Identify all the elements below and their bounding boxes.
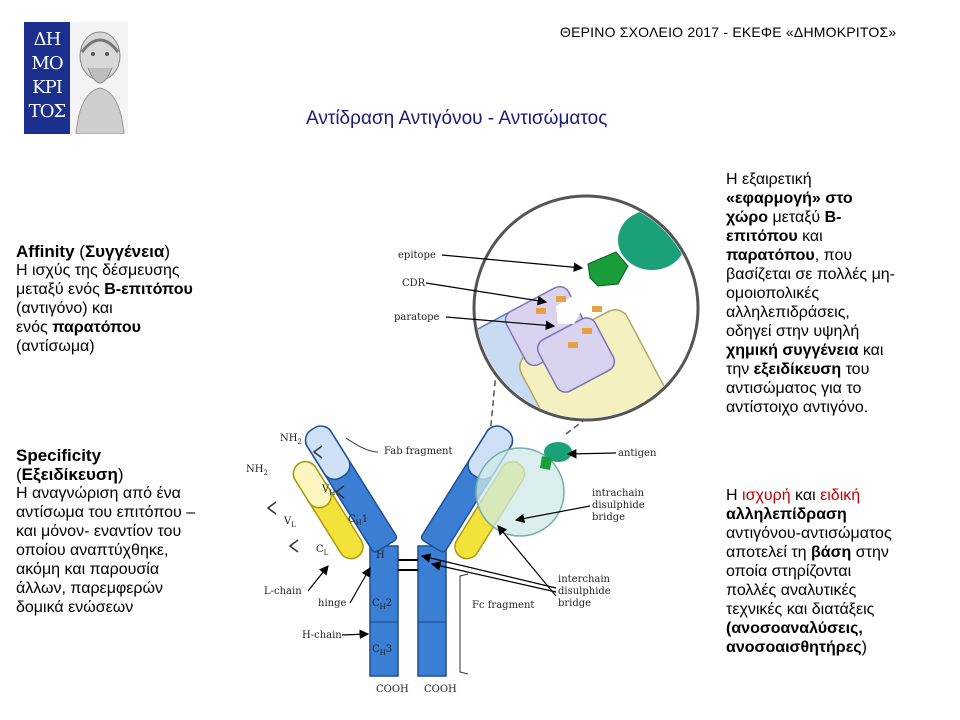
rt-which: , που [814,247,853,264]
label-cooh-left: COOH [376,684,409,695]
specificity-line: Η αναγνώριση από ένα [16,485,181,502]
rt-and2: και [862,342,884,359]
rt-line: αντισώματος για το [726,380,862,397]
rt-fit: «εφαρμογή» στο [726,190,853,207]
label-intrachain-3: bridge [592,512,625,523]
rt-space: χώρο [726,209,769,226]
label-nh2-upper: NH2 [280,433,302,446]
label-hchain: H-chain [302,630,342,641]
logo-letters: ΔΗ ΜΟ ΚΡΙ ΤΟΣ [26,28,68,124]
affinity-greek: Συγγένεια [84,242,165,261]
specificity-term: Specificity [16,446,102,465]
label-h: H [376,550,385,561]
specificity-line: και μόνον- εναντίον του [16,523,182,540]
rb-basis: βάση [811,544,852,561]
label-antigen: antigen [618,448,657,459]
label-hinge: hinge [318,598,346,609]
rb-close: ) [861,639,867,656]
rt-epitope: επιτόπου [726,228,798,245]
rt-line: βασίζεται σε πολλές μη- [726,266,896,283]
zoom-line-left [487,351,499,457]
affinity-paratope: παρατόπου [52,319,141,336]
label-intrachain-2: disulphide [592,500,645,511]
affinity-b-epitope: Β-επιτόπου [104,281,193,298]
page-title: Αντίδραση Αντιγόνου - Αντισώματος [306,108,608,129]
label-ch2: CH2 [372,598,392,611]
affinity-antigen: (αντιγόνο) και [16,300,113,317]
label-intrachain-1: intrachain [592,488,645,499]
label-ch3: CH3 [372,644,392,657]
affinity-term: Affinity [16,242,75,261]
label-vh: VH [321,484,335,497]
rt-line: ομοιοπολικές [726,285,820,302]
affinity-block: Affinity (Συγγένεια) Η ισχύς της δέσμευσ… [16,242,246,356]
rt-chem-affinity: χημική συγγένεια [726,342,859,359]
logo-line-1: ΔΗ [33,29,62,50]
fit-explanation-block: Η εξαιρετική «εφαρμογή» στο χώρο μεταξύ … [726,170,936,417]
rb-constitutes: αποτελεί τη [726,544,807,561]
label-interchain-2: disulphide [558,586,611,597]
rb-on: στην [855,544,889,561]
democritus-bust-image [70,22,128,134]
rb-line: οποία στηρίζονται [726,563,852,580]
rb-strong: ισχυρή [742,487,791,504]
rb-immunoassays: (ανοσοαναλύσεις, [726,620,863,637]
rt-line: οδηγεί στην υψηλή [726,323,860,340]
rt-specificity: εξειδίκευση [753,361,842,378]
label-nh2-lower: NH2 [246,464,268,477]
rt-line: Η εξαιρετική [726,171,812,188]
label-cl: CL [316,544,329,557]
header-text: ΘΕΡΙΝΟ ΣΧΟΛΕΙΟ 2017 - ΕΚΕΦΕ «ΔΗΜΟΚΡΙΤΟΣ» [560,24,897,40]
antibody-diagram: epitope CDR paratope NH2 NH2 VH VL CH1 C… [246,194,700,695]
affinity-line-3: ενός [16,319,48,336]
logo-line-2: ΜΟ [31,53,63,74]
label-ch1: CH1 [348,514,368,527]
label-epitope: epitope [398,250,436,261]
label-vl: VL [283,516,296,529]
affinity-line-1: Η ισχύς της δέσμευσης [16,262,180,279]
rb-line: πολλές αναλυτικές [726,582,857,599]
label-paratope: paratope [394,312,440,323]
small-zoom-circle [475,447,565,537]
logo-line-3: ΚΡΙ [32,77,63,98]
democritos-logo: ΔΗ ΜΟ ΚΡΙ ΤΟΣ [24,22,128,134]
rt-paratope: παρατόπου [726,247,815,264]
label-cdr: CDR [402,278,426,289]
rb-interaction: αλληλεπίδραση [726,506,847,523]
rb-line: αντιγόνου-αντισώματος [726,525,892,542]
rb-specific: ειδική [820,487,861,504]
rt-line: αντίστοιχο αντιγόνο. [726,399,869,416]
logo-box: ΔΗ ΜΟ ΚΡΙ ΤΟΣ [24,22,70,134]
heavy-chain-stem-right [417,545,447,677]
label-interchain-1: interchain [558,574,611,585]
specificity-line: άλλων, παρεμφερών [16,580,164,597]
rb-the: Η [726,487,738,504]
rt-between: μεταξύ [772,209,821,226]
rb-line: τεχνικές και διατάξεις [726,601,875,618]
magnified-binding-site [472,194,700,422]
label-interchain-3: bridge [558,598,591,609]
label-fab: Fab fragment [384,446,453,457]
rt-line: αλληλεπιδράσεις, [726,304,850,321]
label-fc: Fc fragment [472,600,534,611]
rt-and: και [802,228,823,245]
interaction-block: Η ισχυρή και ειδική αλληλεπίδραση αντιγό… [726,486,936,657]
rt-b: Β- [824,209,842,226]
specificity-line: οποίου αναπτύχθηκε, [16,542,169,559]
specificity-block: Specificity (Εξειδίκευση) Η αναγνώριση α… [16,446,246,617]
affinity-line-2: μεταξύ ενός [16,281,100,298]
rb-and: και [795,487,816,504]
specificity-line: αντίσωμα του επιτόπου – [16,504,196,521]
logo-line-4: ΤΟΣ [28,101,67,122]
rb-immunosensors: ανοσοαισθητήρες [726,639,862,656]
affinity-antibody: (αντίσωμα) [16,338,95,355]
small-antigen [544,442,572,462]
rt-the: την [726,361,750,378]
specificity-line: ακόμη και παρουσία [16,561,160,578]
rt-of: του [845,361,870,378]
label-cooh-right: COOH [424,684,457,695]
specificity-line: δομικά ενώσεων [16,599,134,616]
specificity-greek: Εξειδίκευση [21,465,118,484]
label-lchain: L-chain [264,586,302,597]
